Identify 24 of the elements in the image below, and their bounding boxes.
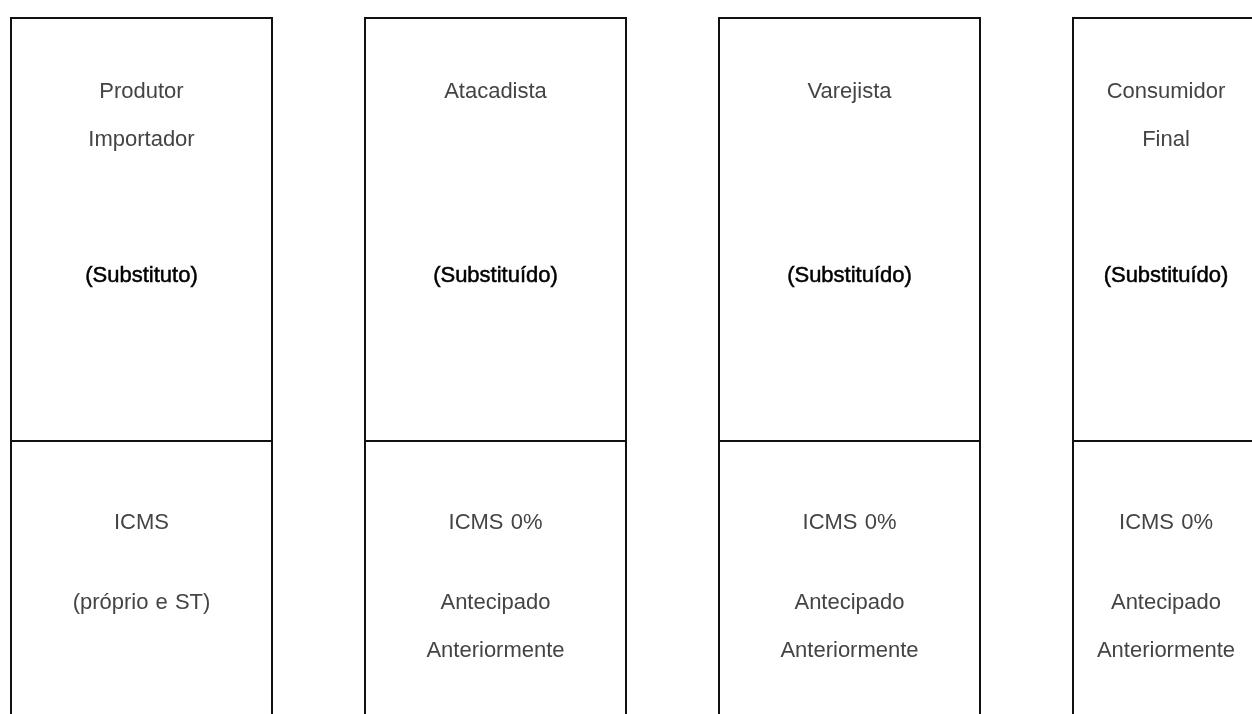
tax-label: ICMS — [113, 508, 170, 536]
tax-cell — [1072, 440, 1252, 714]
tax-cell — [10, 440, 273, 714]
role-status: (Substituto) — [84, 261, 199, 289]
tax-cell — [364, 440, 627, 714]
tax-cell — [718, 440, 981, 714]
tax-label: ICMS 0% — [801, 508, 898, 536]
role-name: Consumidor Final — [1105, 77, 1227, 153]
role-name: Atacadista — [443, 77, 548, 105]
role-status: (Substituído) — [786, 261, 913, 289]
tax-note: Antecipado Anteriormente — [1095, 588, 1237, 664]
role-name: Varejista — [806, 77, 893, 105]
role-cell — [718, 17, 981, 441]
tax-label: ICMS 0% — [1118, 508, 1214, 536]
tax-label: ICMS 0% — [447, 508, 544, 536]
role-status: (Substituído) — [432, 261, 559, 289]
tax-note: (próprio e ST) — [71, 588, 212, 616]
role-name: Produtor Importador — [87, 77, 196, 153]
role-status: (Substituído) — [1102, 261, 1230, 289]
tax-note: Antecipado Anteriormente — [779, 588, 920, 664]
role-cell — [1072, 17, 1252, 441]
role-cell — [10, 17, 273, 441]
tax-note: Antecipado Anteriormente — [425, 588, 566, 664]
role-cell — [364, 17, 627, 441]
